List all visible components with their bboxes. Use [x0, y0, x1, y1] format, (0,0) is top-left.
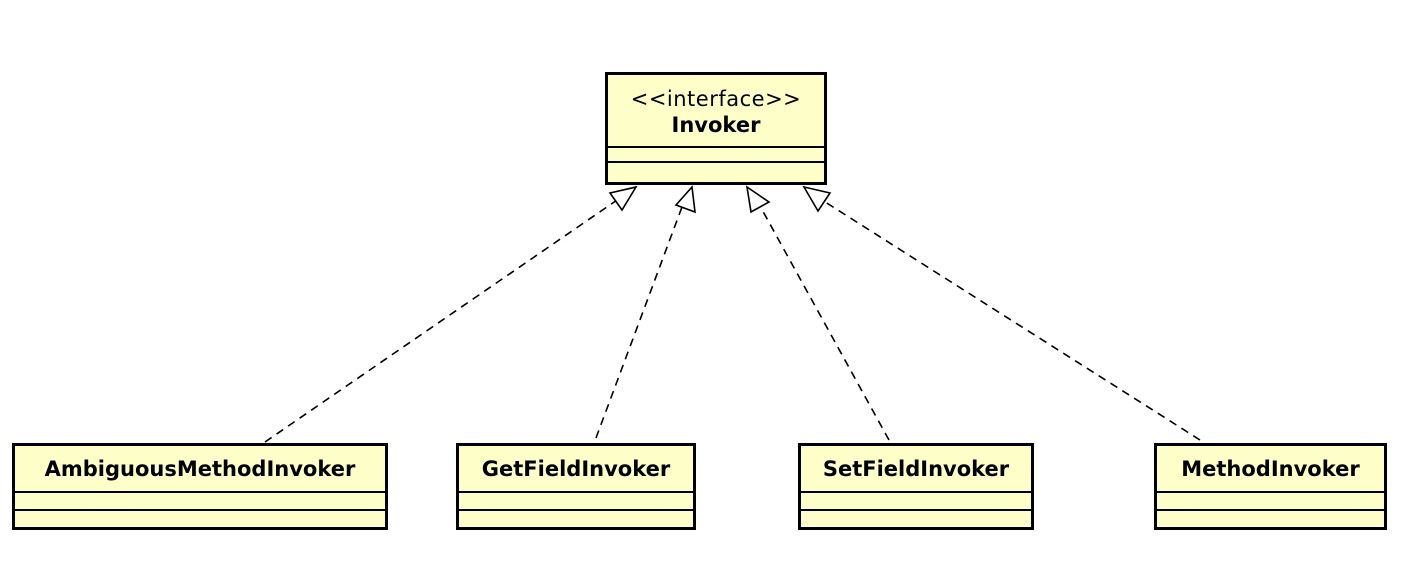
class-name-compartment: MethodInvoker: [1157, 446, 1384, 491]
class-attributes-compartment: [15, 491, 385, 509]
interface-operations-compartment: [608, 161, 824, 176]
realization-line-method-invoker: [821, 199, 1201, 441]
class-name-compartment: GetFieldInvoker: [459, 446, 693, 491]
interface-attributes-compartment: [608, 146, 824, 161]
class-name: SetFieldInvoker: [822, 457, 1010, 481]
class-get-field-invoker[interactable]: GetFieldInvoker: [456, 443, 696, 530]
class-attributes-compartment: [459, 491, 693, 509]
class-operations-compartment: [459, 509, 693, 527]
interface-name: Invoker: [671, 113, 761, 137]
class-name: MethodInvoker: [1181, 457, 1360, 481]
class-set-field-invoker[interactable]: SetFieldInvoker: [798, 443, 1034, 530]
class-name: GetFieldInvoker: [481, 457, 671, 481]
realization-line-ambiguous-method-invoker: [264, 197, 621, 443]
class-attributes-compartment: [1157, 491, 1384, 509]
class-operations-compartment: [15, 509, 385, 527]
interface-stereotype: <<interface>>: [630, 87, 802, 111]
interface-invoker[interactable]: <<interface>> Invoker: [605, 72, 827, 185]
class-method-invoker[interactable]: MethodInvoker: [1154, 443, 1387, 530]
class-operations-compartment: [1157, 509, 1384, 527]
interface-name-compartment: <<interface>> Invoker: [608, 75, 824, 146]
realization-arrowhead-ambiguous-method-invoker: [608, 185, 638, 212]
class-name-compartment: AmbiguousMethodInvoker: [15, 446, 385, 491]
class-ambiguous-method-invoker[interactable]: AmbiguousMethodInvoker: [12, 443, 388, 530]
realization-arrowhead-get-field-invoker: [674, 185, 696, 214]
class-name: AmbiguousMethodInvoker: [44, 457, 356, 481]
realization-line-set-field-invoker: [759, 205, 890, 441]
realization-arrowhead-set-field-invoker: [745, 185, 771, 214]
realization-arrowhead-method-invoker: [802, 185, 832, 213]
realization-line-get-field-invoker: [595, 206, 683, 439]
class-name-compartment: SetFieldInvoker: [801, 446, 1031, 491]
class-operations-compartment: [801, 509, 1031, 527]
class-attributes-compartment: [801, 491, 1031, 509]
